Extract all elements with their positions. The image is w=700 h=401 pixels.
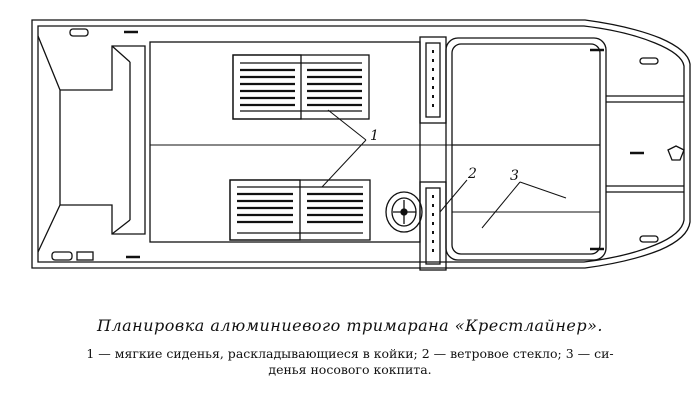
hull-inner-outline <box>37 25 685 263</box>
stern-deck <box>37 35 61 253</box>
steering-wheel <box>385 191 423 233</box>
label-windshield: 2 <box>467 166 477 182</box>
caption-legend-line-2: денья носового кокпита. <box>268 362 432 377</box>
upper-seat-slats <box>240 68 362 107</box>
caption-title: Планировка алюминиевого тримарана «Крест… <box>97 316 603 335</box>
caption-legend-line-1: 1 — мягкие сиденья, раскладывающиеся в к… <box>86 346 614 361</box>
leader-lines <box>321 109 567 229</box>
windshield-upper <box>419 36 447 124</box>
engine-well <box>60 45 146 235</box>
trimaran-layout-diagram: 1 2 3 <box>31 19 691 271</box>
bow-ridges <box>606 95 684 193</box>
main-cockpit <box>149 41 421 243</box>
upper-seat <box>232 54 370 120</box>
caption-legend: 1 — мягкие сиденья, раскладывающиеся в к… <box>0 346 700 378</box>
deck-fittings <box>51 28 685 261</box>
bow-cockpit <box>445 37 607 261</box>
lower-seat <box>229 179 371 241</box>
lower-seat-slats <box>237 192 363 224</box>
label-bow-seats: 3 <box>510 168 519 184</box>
windshield-lower <box>419 181 447 271</box>
hull-outline <box>31 19 691 269</box>
label-seats: 1 <box>370 128 379 144</box>
